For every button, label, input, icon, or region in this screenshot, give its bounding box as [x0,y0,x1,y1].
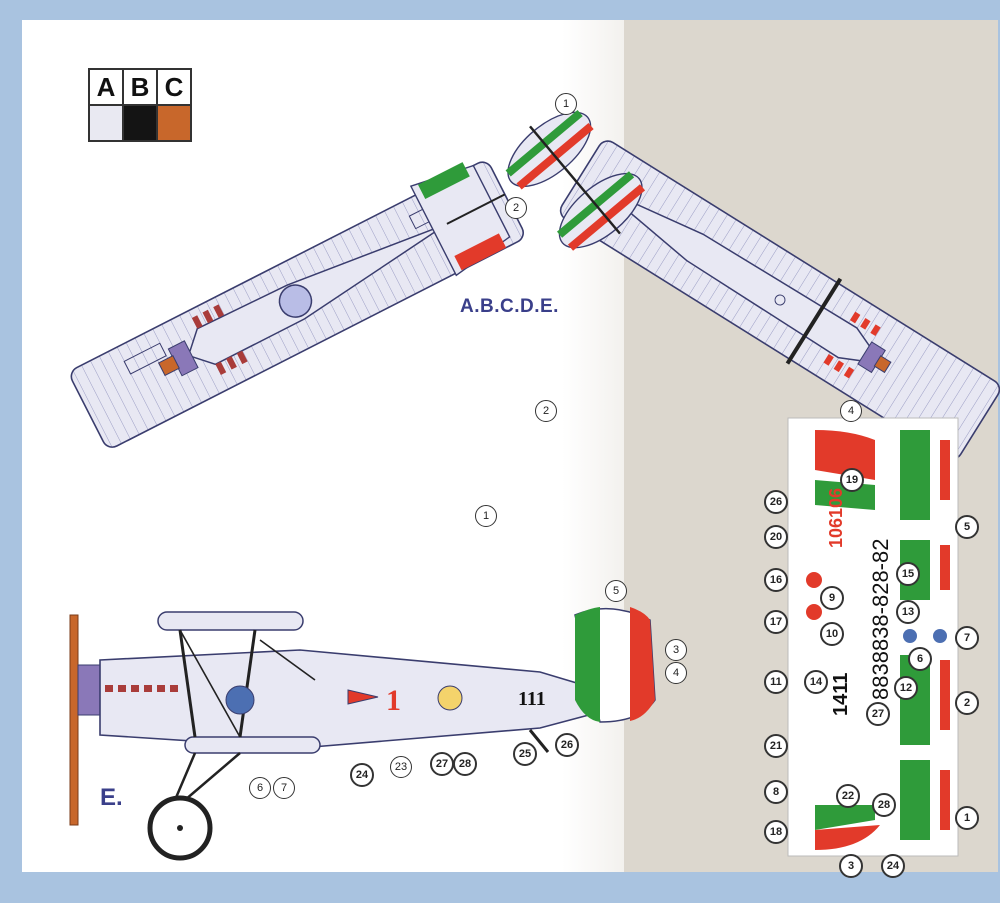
decal-code-vertical: 1411 [830,672,852,716]
sheet-callout-2: 2 [955,691,979,715]
sheet-callout-28: 28 [872,793,896,817]
sheet-callout-16: 16 [764,568,788,592]
callout-2: 2 [535,400,557,422]
fuselage-code: 1 [386,684,401,717]
sheet-callout-4: 4 [840,400,862,422]
sheet-callout-21: 21 [764,734,788,758]
decal-serial-black: 8838838-828-82 [868,538,893,700]
sheet-callout-24: 24 [881,854,905,878]
callout-24: 24 [350,763,374,787]
decal-sheet-art [787,417,959,857]
sheet-callout-6: 6 [908,647,932,671]
sheet-callout-26: 26 [764,490,788,514]
sheet-callout-12: 12 [894,676,918,700]
sheet-callout-14: 14 [804,670,828,694]
callout-3: 3 [665,639,687,661]
sheet-callout-13: 13 [896,600,920,624]
callout-7: 7 [273,777,295,799]
side-view-aircraft [69,607,656,861]
callout-28: 28 [453,752,477,776]
propeller-hub [157,355,180,377]
sheet-callout-18: 18 [764,820,788,844]
color-legend: A B C [88,68,192,142]
callout-4: 4 [665,662,687,684]
legend-swatch-b [123,105,157,141]
variants-label: A.B.C.D.E. [460,296,559,317]
sheet-callout-7: 7 [955,626,979,650]
sheet-callout-1: 1 [955,806,979,830]
tail-stripe-red [454,233,507,271]
cockpit [278,284,313,318]
legend-swatch-a [89,105,123,141]
rudder-code: 111 [518,688,546,710]
sheet-callout-19: 19 [840,468,864,492]
sheet-callout-15: 15 [896,562,920,586]
sheet-callout-22: 22 [836,784,860,808]
variant-e-label: E. [100,784,123,811]
callout-27: 27 [430,752,454,776]
sheet-callout-8: 8 [764,780,788,804]
sheet-callout-5: 5 [955,515,979,539]
callout-2: 2 [505,197,527,219]
side-cowl [77,664,101,716]
bottom-view-aircraft [505,109,1000,460]
tail-stripe-green [418,162,470,200]
callout-6: 6 [249,777,271,799]
sheet-callout-27: 27 [866,702,890,726]
sheet-callout-3: 3 [839,854,863,878]
sheet-callout-20: 20 [764,525,788,549]
top-view-aircraft [70,161,524,448]
callout-5: 5 [605,580,627,602]
sheet-callout-10: 10 [820,622,844,646]
callout-26: 26 [555,733,579,757]
sheet-callout-17: 17 [764,610,788,634]
callout-1: 1 [555,93,577,115]
sheet-callout-11: 11 [764,670,788,694]
disney-insignia [437,685,463,711]
side-roundel [225,685,255,715]
upper-wing-side [157,611,304,631]
legend-letter-b: B [123,69,157,105]
aileron-left [123,342,167,375]
legend-swatch-c [157,105,191,141]
decal-serial-red: 106106 [826,487,846,548]
callout-1: 1 [475,505,497,527]
propeller [69,614,79,826]
callout-23: 23 [390,756,412,778]
legend-letter-a: A [89,69,123,105]
legend-letter-c: C [157,69,191,105]
callout-25: 25 [513,742,537,766]
sheet-callout-9: 9 [820,586,844,610]
lower-wing-side [184,736,321,754]
